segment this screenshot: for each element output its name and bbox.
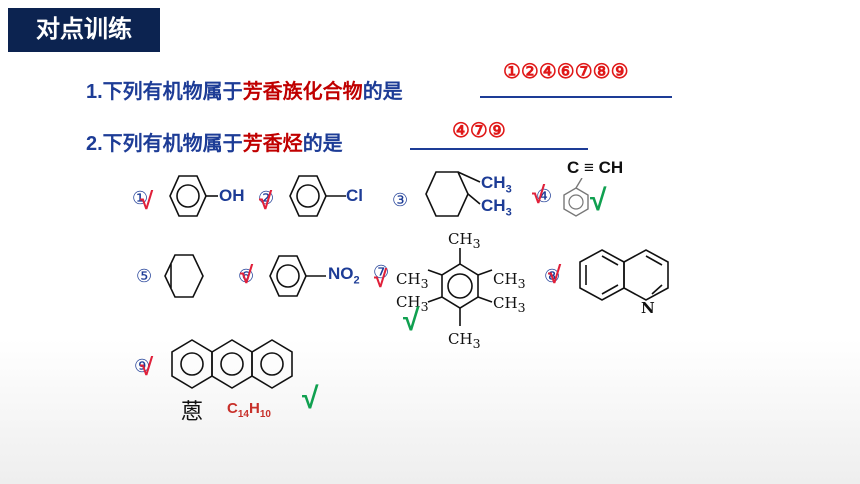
methyl-label-right-upper: CH3 xyxy=(493,270,526,291)
red-check-mark: √ xyxy=(532,182,546,209)
ch3-label-upper: CH3 xyxy=(481,173,512,196)
q2-answer-line xyxy=(410,148,588,150)
section-title: 对点训练 xyxy=(8,8,160,52)
red-check-mark: √ xyxy=(240,262,254,289)
alkyne-label: C ≡ CH xyxy=(567,158,624,177)
red-check-mark: √ xyxy=(548,262,562,289)
compound-1-number: ① xyxy=(132,188,149,208)
compound-8-number: ⑧ xyxy=(544,266,561,286)
no2-label: NO2 xyxy=(328,264,360,287)
anthracene-structure-icon xyxy=(171,339,293,389)
benzene-ring-icon xyxy=(269,255,326,297)
benzene-ring-icon xyxy=(563,178,589,217)
cl-label: Cl xyxy=(346,186,363,205)
ch3-label-lower: CH3 xyxy=(481,196,512,219)
q1-answer-line xyxy=(480,96,672,98)
cyclohexene-ring-icon xyxy=(164,254,204,298)
oh-label: OH xyxy=(219,186,245,205)
compound-7-number: ⑦ xyxy=(373,262,390,282)
cyclohexane-ring-icon xyxy=(425,171,481,217)
methyl-label-right-lower: CH3 xyxy=(493,294,526,315)
green-check-mark: √ xyxy=(403,304,420,337)
q2-answer: ④⑦⑨ xyxy=(452,120,506,142)
compound-5-number: ⑤ xyxy=(136,266,153,286)
quinoline-structure-icon xyxy=(579,249,669,301)
q1-highlight: 芳香族化合物 xyxy=(242,81,363,103)
nitrogen-label: N xyxy=(641,299,655,317)
hexamethylbenzene-structure-icon xyxy=(427,248,493,326)
q2-highlight: 芳香烃 xyxy=(242,133,303,155)
red-check-mark: √ xyxy=(259,188,273,215)
green-check-mark: √ xyxy=(302,382,319,415)
green-check-mark: √ xyxy=(590,184,607,217)
anthracene-name: 蒽 xyxy=(181,400,204,425)
red-check-mark: √ xyxy=(140,188,154,215)
methyl-label-top: CH3 xyxy=(448,230,481,251)
compound-2-number: ② xyxy=(258,188,275,208)
q2-suffix: 的是 xyxy=(302,133,343,155)
red-check-mark: √ xyxy=(140,354,154,381)
compound-9-number: ⑨ xyxy=(134,356,151,376)
methyl-label-left-lower: CH3 xyxy=(396,293,429,314)
methyl-label-left-upper: CH3 xyxy=(396,270,429,291)
benzene-ring-icon xyxy=(169,175,218,217)
q1-prefix: 1.下列有机物属于 xyxy=(86,81,243,103)
anthracene-formula: C14H10 xyxy=(227,400,271,420)
methyl-label-bottom: CH3 xyxy=(448,330,481,351)
question-2: 2.下列有机物属于芳香烃的是 xyxy=(86,127,343,156)
compound-3-number: ③ xyxy=(392,190,409,210)
benzene-ring-icon xyxy=(289,175,346,217)
compound-4-number: ④ xyxy=(536,186,553,206)
red-check-mark: √ xyxy=(374,266,388,293)
q1-suffix: 的是 xyxy=(362,81,403,103)
compound-6-number: ⑥ xyxy=(238,266,255,286)
q1-answer: ①②④⑥⑦⑧⑨ xyxy=(503,61,629,83)
q2-prefix: 2.下列有机物属于 xyxy=(86,133,243,155)
question-1: 1.下列有机物属于芳香族化合物的是 xyxy=(86,75,403,104)
